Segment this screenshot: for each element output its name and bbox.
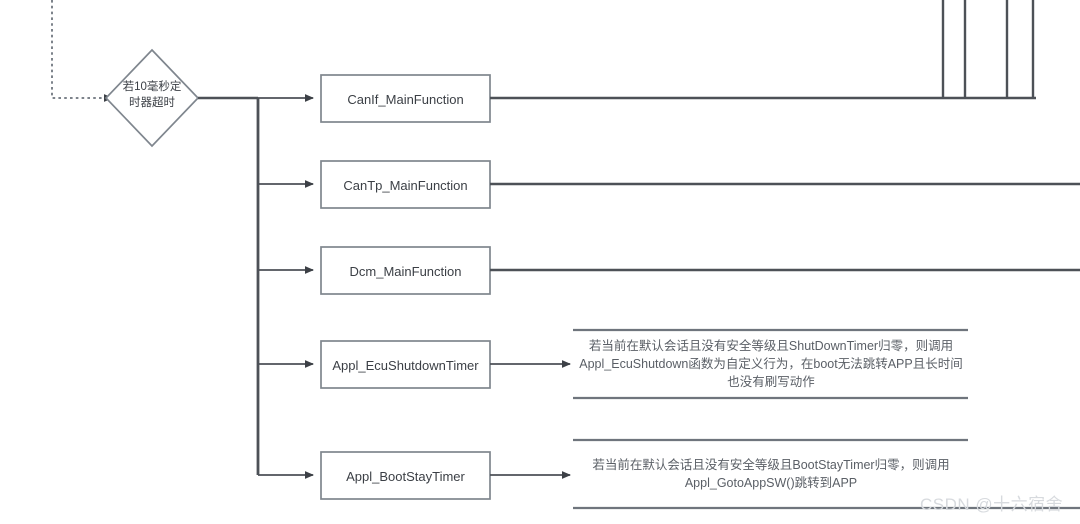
branch-trunk: [198, 96, 260, 475]
process-box-cantp: [320, 160, 491, 209]
outgoing-connectors: [490, 96, 1080, 272]
process-box-ecushutdowntimer: [320, 340, 491, 389]
decision-label-line-2: 时器超时: [129, 96, 175, 109]
process-box-dcm: [320, 246, 491, 295]
note-shutdown-line-1: 若当前在默认会话且没有安全等级且ShutDownTimer归零，则调用: [588, 339, 954, 353]
watermark: CSDN @十六宿舍: [920, 495, 1064, 514]
process-box-canif: [320, 74, 491, 123]
note-rules-shutdown: [573, 328, 968, 400]
note-bootstay-timer: 若当前在默认会话且没有安全等级且BootStayTimer归零，则调用 Appl…: [575, 456, 967, 492]
note-shutdown-line-3: 也没有刷写动作: [727, 375, 815, 390]
decision-diamond: [104, 48, 200, 148]
process-box-bootstaytimer: [320, 451, 491, 500]
dotted-entry-connector: [51, 0, 113, 102]
note-bootstay-line-1: 若当前在默认会话且没有安全等级且BootStayTimer归零，则调用: [592, 458, 950, 472]
note-arrows: [490, 360, 571, 479]
note-bootstay-line-2: Appl_GotoAppSW()跳转到APP: [684, 476, 858, 491]
top-right-rails: [941, 0, 1035, 97]
note-shutdown-timer: 若当前在默认会话且没有安全等级且ShutDownTimer归零，则调用 Appl…: [575, 337, 967, 391]
branch-arrows: [258, 94, 314, 479]
note-shutdown-line-2: Appl_EcuShutdown函数为自定义行为，在boot无法跳转APP且长时…: [579, 357, 963, 372]
decision-label: 若10毫秒定 时器超时: [104, 80, 200, 111]
decision-label-line-1: 若10毫秒定: [122, 81, 182, 93]
note-rules-bootstay: [573, 438, 1080, 510]
